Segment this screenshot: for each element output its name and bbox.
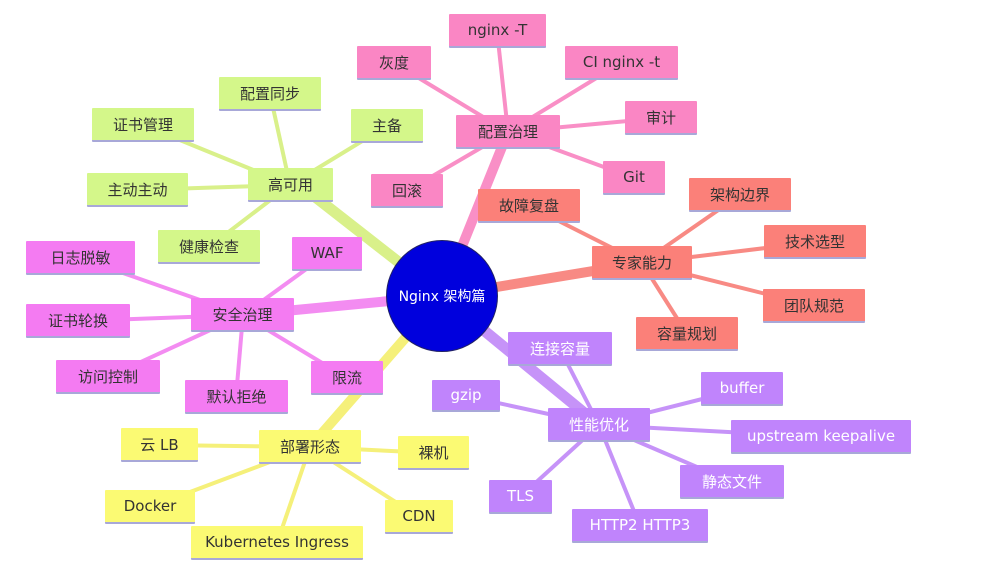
leaf-buffer[interactable]: buffer <box>701 372 783 406</box>
leaf-canary[interactable]: 灰度 <box>357 46 431 80</box>
leaf-rate-limit[interactable]: 限流 <box>311 361 383 395</box>
leaf-nginx-T[interactable]: nginx -T <box>449 14 546 48</box>
leaf-cert-management[interactable]: 证书管理 <box>92 108 194 142</box>
branch-label: 性能优化 <box>568 415 629 434</box>
leaf-default-deny[interactable]: 默认拒绝 <box>185 380 288 414</box>
leaf-http2-http3[interactable]: HTTP2 HTTP3 <box>572 509 708 543</box>
leaf-cloud-lb[interactable]: 云 LB <box>121 428 198 462</box>
leaf-label: 证书管理 <box>112 115 173 134</box>
leaf-label: 连接容量 <box>529 339 590 358</box>
leaf-label: 主备 <box>371 116 402 135</box>
leaf-architecture-boundary[interactable]: 架构边界 <box>689 178 791 212</box>
leaf-label: gzip <box>450 386 482 404</box>
leaf-label: 团队规范 <box>783 296 844 315</box>
leaf-postmortem[interactable]: 故障复盘 <box>478 189 580 223</box>
leaf-kubernetes-ingress[interactable]: Kubernetes Ingress <box>191 526 363 560</box>
leaf-label: 配置同步 <box>239 84 300 103</box>
leaf-label: 故障复盘 <box>498 196 559 215</box>
leaf-active-active[interactable]: 主动主动 <box>87 173 188 207</box>
leaf-active-standby[interactable]: 主备 <box>351 109 423 143</box>
leaf-static-files[interactable]: 静态文件 <box>680 465 784 499</box>
branch-label: 部署形态 <box>279 437 340 456</box>
leaf-audit[interactable]: 审计 <box>625 101 697 135</box>
leaf-label: 证书轮换 <box>47 311 108 330</box>
leaf-label: 容量规划 <box>656 324 717 343</box>
leaf-label: 技术选型 <box>784 232 845 251</box>
leaf-label: Docker <box>123 497 177 515</box>
branch-high-availability[interactable]: 高可用 <box>248 168 333 202</box>
leaf-label: HTTP2 HTTP3 <box>589 516 691 534</box>
branch-label: 高可用 <box>267 175 313 194</box>
branch-label: 安全治理 <box>212 305 273 324</box>
leaf-label: WAF <box>310 244 344 262</box>
leaf-connection-capacity[interactable]: 连接容量 <box>508 332 612 366</box>
leaf-log-masking[interactable]: 日志脱敏 <box>26 241 135 275</box>
branch-label: 专家能力 <box>611 253 672 272</box>
leaf-label: TLS <box>506 487 535 505</box>
branch-performance[interactable]: 性能优化 <box>548 408 650 442</box>
leaf-config-sync[interactable]: 配置同步 <box>219 77 321 111</box>
branch-config-governance[interactable]: 配置治理 <box>456 115 560 149</box>
leaf-label: 访问控制 <box>77 367 138 386</box>
leaf-label: buffer <box>719 379 765 397</box>
branch-label: 配置治理 <box>477 122 538 141</box>
leaf-label: 默认拒绝 <box>206 387 267 406</box>
leaf-label: 灰度 <box>378 53 409 72</box>
leaf-label: CDN <box>402 507 436 525</box>
branch-expert-ability[interactable]: 专家能力 <box>592 246 692 280</box>
leaf-label: CI nginx -t <box>582 53 661 71</box>
leaf-label: 日志脱敏 <box>50 248 111 267</box>
leaf-label: 裸机 <box>418 443 449 462</box>
leaf-label: 架构边界 <box>709 185 770 204</box>
leaf-waf[interactable]: WAF <box>292 237 362 271</box>
leaf-label: Kubernetes Ingress <box>205 533 349 551</box>
leaf-label: 静态文件 <box>701 472 762 491</box>
leaf-access-control[interactable]: 访问控制 <box>56 360 160 394</box>
leaf-tls[interactable]: TLS <box>489 480 552 514</box>
leaf-label: Git <box>623 168 645 186</box>
leaf-label: upstream keepalive <box>746 427 896 445</box>
leaf-health-check[interactable]: 健康检查 <box>158 230 260 264</box>
leaf-docker[interactable]: Docker <box>105 490 195 524</box>
leaf-label: nginx -T <box>467 21 528 39</box>
leaf-label: 云 LB <box>140 435 179 454</box>
leaf-ci-nginx-t[interactable]: CI nginx -t <box>565 46 678 80</box>
branch-security-governance[interactable]: 安全治理 <box>191 298 294 332</box>
leaf-label: 审计 <box>645 108 676 127</box>
leaf-rollback[interactable]: 回滚 <box>371 174 443 208</box>
leaf-label: 限流 <box>331 368 362 387</box>
leaf-label: 健康检查 <box>178 237 239 256</box>
leaf-upstream-keepalive[interactable]: upstream keepalive <box>731 420 911 454</box>
leaf-git[interactable]: Git <box>603 161 665 195</box>
leaf-cert-rotation[interactable]: 证书轮换 <box>26 304 130 338</box>
leaf-label: 主动主动 <box>107 180 168 199</box>
leaf-capacity-planning[interactable]: 容量规划 <box>636 317 738 351</box>
leaf-team-standards[interactable]: 团队规范 <box>763 289 865 323</box>
leaf-bare-metal[interactable]: 裸机 <box>398 436 469 470</box>
root-node[interactable]: Nginx 架构篇 <box>386 240 498 352</box>
branch-deployment[interactable]: 部署形态 <box>259 430 361 464</box>
leaf-label: 回滚 <box>391 181 422 200</box>
leaf-gzip[interactable]: gzip <box>432 380 500 412</box>
leaf-cdn[interactable]: CDN <box>385 500 453 534</box>
leaf-tech-selection[interactable]: 技术选型 <box>764 225 866 259</box>
root-label: Nginx 架构篇 <box>398 289 486 305</box>
